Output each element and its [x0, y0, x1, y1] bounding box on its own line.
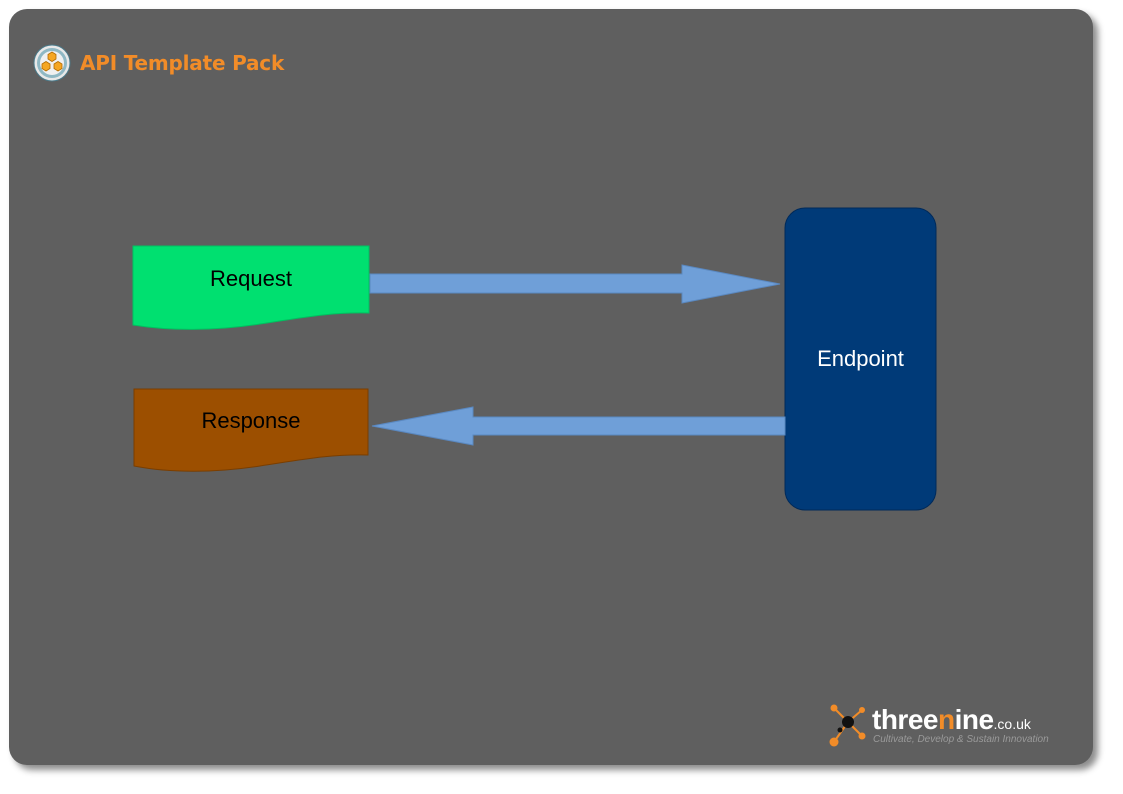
brand-suffix: ine — [954, 704, 994, 735]
request-to-endpoint-arrow — [369, 264, 781, 304]
endpoint-to-response-arrow — [371, 406, 786, 446]
request-node — [132, 245, 370, 330]
hexagon-cluster-logo-icon — [33, 44, 71, 82]
page-title: API Template Pack — [80, 51, 285, 75]
header: API Template Pack — [33, 44, 284, 82]
brand-highlight: n — [937, 704, 955, 735]
response-node — [133, 388, 369, 472]
brand-prefix: three — [872, 704, 938, 735]
threenine-brand: threenine.co.uk Cultivate, Develop & Sus… — [826, 700, 1056, 750]
brand-domain: .co.uk — [993, 716, 1031, 732]
brand-tagline: Cultivate, Develop & Sustain Innovation — [873, 734, 1049, 745]
threenine-dots-logo-icon — [829, 704, 866, 747]
response-label: Response — [201, 408, 301, 433]
endpoint-label: Endpoint — [817, 346, 904, 371]
endpoint-node — [784, 207, 937, 511]
brand-name: threenine.co.uk — [872, 700, 1031, 744]
request-label: Request — [210, 266, 292, 291]
